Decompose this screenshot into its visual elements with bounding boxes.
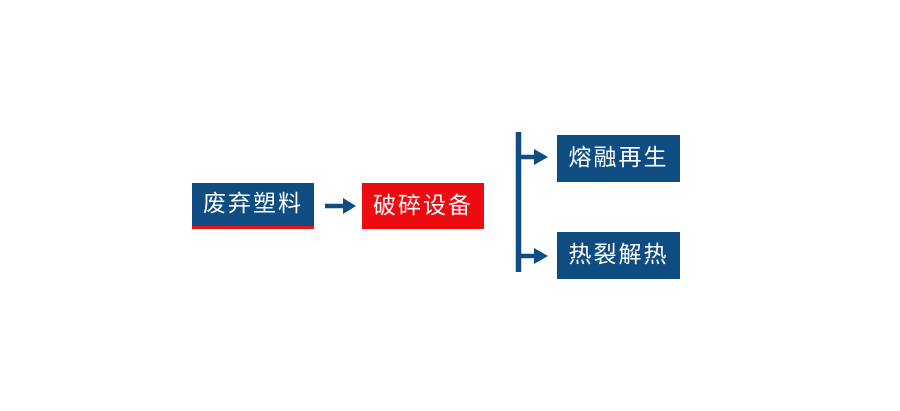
node-source[interactable]: 废弃塑料 — [192, 183, 314, 229]
node-process-label: 破碎设备 — [373, 192, 473, 219]
edge-to-output-2 — [518, 248, 548, 264]
edge-to-output-1 — [518, 149, 548, 165]
node-source-label: 废弃塑料 — [203, 191, 303, 217]
node-output-pyrolysis[interactable]: 热裂解热 — [557, 232, 680, 279]
edge-source-to-process — [325, 198, 356, 214]
node-output-melt-regeneration[interactable]: 熔融再生 — [557, 135, 680, 182]
node-output-2-label: 热裂解热 — [568, 242, 669, 268]
node-output-1-label: 熔融再生 — [568, 145, 669, 171]
node-process[interactable]: 破碎设备 — [362, 183, 484, 229]
